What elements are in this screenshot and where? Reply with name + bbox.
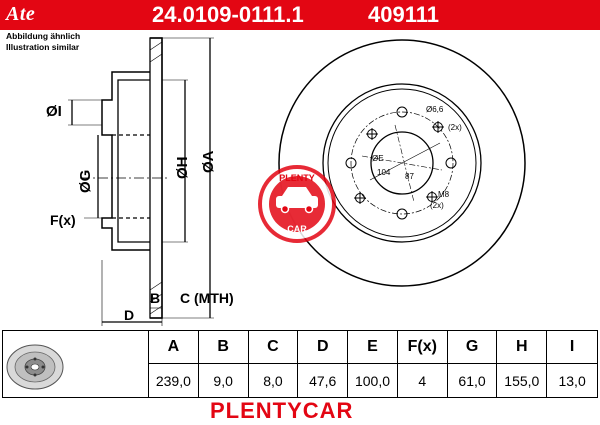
footer-brand: PLENTYCAR [210,398,354,423]
table-value-cell: 47,6 [298,364,349,397]
note-german: Abbildung ähnlich [6,31,81,41]
angle-label-2: 87 [405,172,414,181]
thread-label: M8 [438,190,450,199]
table-header-cell: H [497,331,548,364]
table-header-cell: E [348,331,398,364]
watermark-bottom-text: CAR [287,224,307,234]
table-value-cell: 239,0 [149,364,199,397]
table-header-cell: F(x) [397,331,448,364]
table-header-cell: C [248,331,299,364]
note-english: Illustration similar [6,42,80,52]
technical-drawing: ØI ØG ØH ØA F(x) B C (MTH) D [46,37,526,326]
angle-label-1: 104 [377,168,391,177]
table-value-cell: 100,0 [348,364,398,397]
table-value-cell: 8,0 [249,364,299,397]
hole-count-label: (2x) [448,123,462,132]
table-header-cell: B [198,331,249,364]
dim-c-label: C (MTH) [180,290,234,306]
dim-a-label: ØA [200,150,217,173]
dim-g-label: ØG [77,170,94,193]
dim-i-label: ØI [46,103,62,120]
reference-number: 409111 [368,2,439,27]
brand-logo: Ate [6,3,36,25]
table-value-cell: 61,0 [448,364,498,397]
disc-thumbnail [2,330,148,398]
pcd-label: ØE [372,154,384,163]
car-icon [276,187,318,214]
table-value-cell: 13,0 [558,372,586,389]
dim-d-label: D [124,307,134,323]
table-header-cell: D [298,331,349,364]
table-header-cell: A [149,331,199,364]
watermark-stamp: PLENTY CAR [258,165,336,243]
table-header-cell: I [547,331,597,364]
watermark-top-text: PLENTY [279,173,315,183]
front-view [278,39,526,287]
part-number: 24.0109-0111.1 [152,2,304,27]
table-header-cell: G [447,331,498,364]
side-view [68,37,214,326]
dim-h-label: ØH [174,157,191,180]
dim-f-label: F(x) [50,212,76,228]
dim-b-label: B [150,290,160,306]
thread-count-label: (2x) [430,201,444,210]
brake-disc-icon [6,344,64,390]
table-value-cell: 155,0 [497,364,548,397]
table-value-cell: 9,0 [199,364,249,397]
header-bar: Ate 24.0109-0111.1 409111 [0,0,600,30]
table-value-cell: 4 [398,364,448,397]
hole-diameter-label: Ø6,6 [426,105,444,114]
